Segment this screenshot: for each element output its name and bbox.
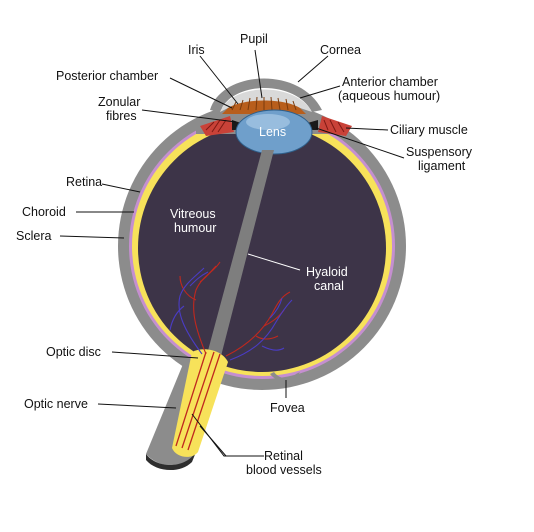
lens-highlight: [246, 114, 290, 130]
cornea-leader: [297, 55, 329, 83]
anterior-chamber-label-line1: Anterior chamber: [342, 75, 438, 89]
optic-disc-label: Optic disc: [46, 345, 101, 359]
sclera-leader: [59, 235, 125, 239]
iris-texture: [231, 96, 297, 111]
hyaloid-label-line1: Hyaloid: [306, 265, 348, 279]
optic-nerve-leader: [97, 403, 177, 409]
pupil-label: Pupil: [240, 32, 268, 46]
vessels-leader-b: [199, 425, 227, 457]
optic-nerve-tip: [146, 452, 196, 471]
hyaloid-label-line2: canal: [314, 279, 344, 293]
vessels-leader-a: [191, 413, 264, 457]
suspensory-label-line1: Suspensory: [406, 145, 473, 159]
vessels-label-line2: blood vessels: [246, 463, 322, 477]
retinal-vessels-left: [169, 261, 221, 355]
posterior-chamber-leader: [169, 77, 233, 109]
cornea-shape: [210, 78, 322, 112]
iris-leader: [199, 55, 239, 105]
pupil-leader: [254, 49, 263, 99]
ciliary-texture: [205, 119, 345, 133]
fovea-dip: [270, 372, 300, 382]
suspensory-label-line2: ligament: [418, 159, 466, 173]
retina-leader: [101, 183, 141, 193]
ciliary-muscle-label: Ciliary muscle: [390, 123, 468, 137]
hyaloid-canal-shape: [206, 150, 274, 360]
leader-lines: [59, 49, 405, 457]
posterior-chamber-label: Posterior chamber: [56, 69, 158, 83]
iris-label: Iris: [188, 43, 205, 57]
optic-disc-shape: [172, 349, 228, 457]
anterior-chamber-label-line2: (aqueous humour): [338, 89, 440, 103]
retinal-vessels-right: [225, 291, 293, 361]
vitreous-label-line1: Vitreous: [170, 207, 216, 221]
optic-nerve-label: Optic nerve: [24, 397, 88, 411]
zonular-leader: [141, 109, 237, 123]
optic-nerve-vessels: [175, 351, 221, 451]
zonular-label-line1: Zonular: [98, 95, 140, 109]
retina-label: Retina: [66, 175, 102, 189]
suspensory-leader: [315, 127, 405, 159]
choroid-label: Choroid: [22, 205, 66, 219]
labels: Pupil Iris Cornea Posterior chamber Ante…: [16, 32, 473, 477]
ciliary-leader: [345, 127, 389, 131]
optic-disc-leader: [111, 351, 199, 359]
lens-label: Lens: [259, 125, 286, 139]
zonular-label-line2: fibres: [106, 109, 137, 123]
anterior-chamber-leader: [299, 85, 341, 99]
hyaloid-leader: [247, 253, 301, 271]
fovea-label: Fovea: [270, 401, 305, 415]
vitreous-label-line2: humour: [174, 221, 216, 235]
cornea-label: Cornea: [320, 43, 361, 57]
eyeball: [118, 78, 406, 471]
sclera-label: Sclera: [16, 229, 51, 243]
vessels-label-line1: Retinal: [264, 449, 303, 463]
vitreous-body: [138, 124, 386, 372]
